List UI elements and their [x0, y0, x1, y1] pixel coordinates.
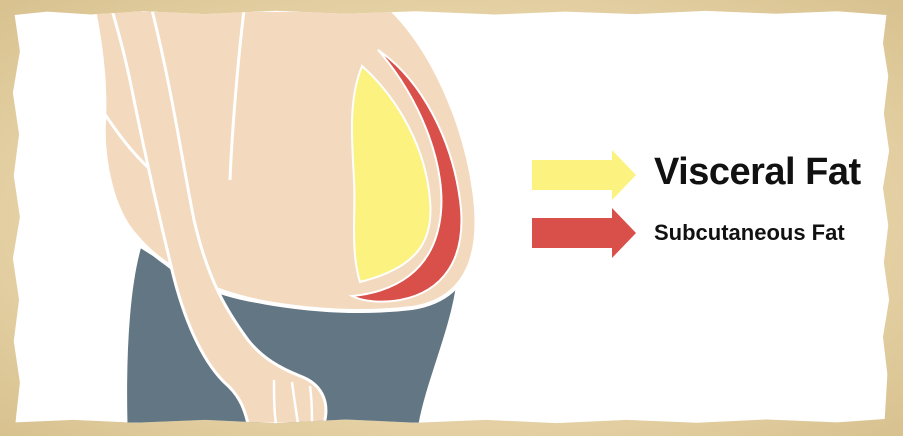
visceral-fat-label: Visceral Fat: [654, 151, 861, 194]
right-arrow-icon: [532, 208, 640, 258]
belly-fat-illustration: [12, 10, 890, 424]
paper-canvas: Visceral Fat Subcutaneous Fat: [12, 10, 890, 424]
subcutaneous-fat-label: Subcutaneous Fat: [654, 220, 845, 246]
right-arrow-icon: [532, 150, 640, 200]
